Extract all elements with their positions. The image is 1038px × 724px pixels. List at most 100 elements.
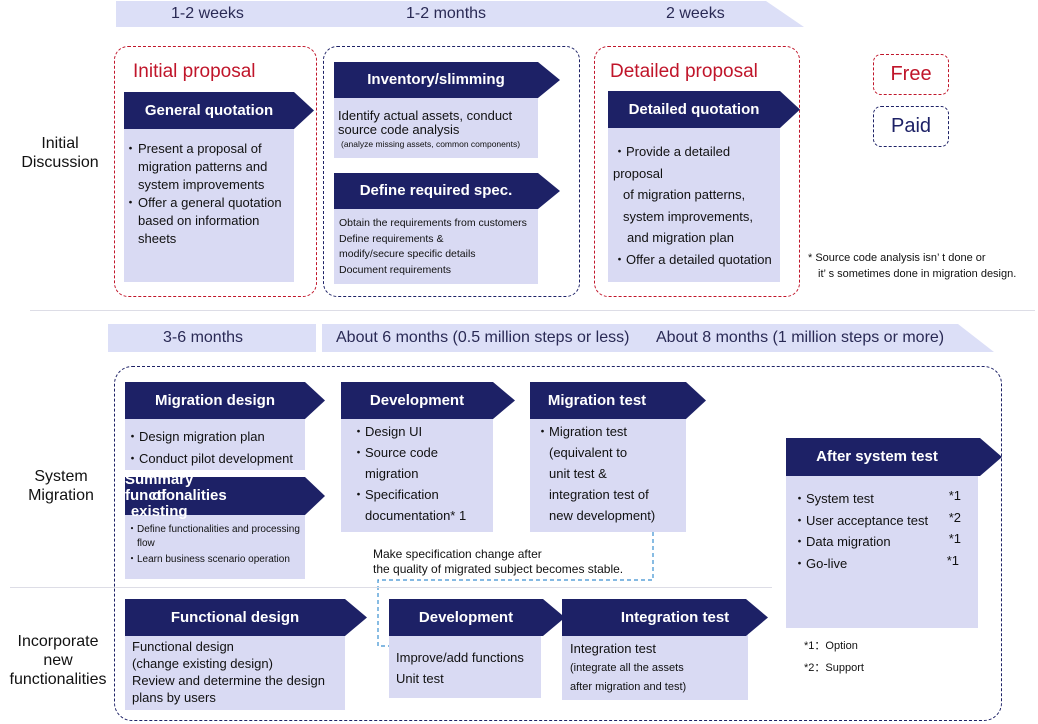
detailed-line: of migration patterns, xyxy=(623,187,746,202)
inventory-subtext: (analyze missing assets, common componen… xyxy=(341,139,521,149)
functional-design-header: Functional design xyxy=(125,599,367,636)
define-spec-label: Define required spec. xyxy=(359,182,513,199)
list-item: Offer a general quotation based on infor… xyxy=(124,194,294,248)
timeline-mid-arrow xyxy=(108,324,994,352)
list-item: ・Learn business scenario operation xyxy=(127,554,290,565)
text-line: Review and determine the design xyxy=(132,673,325,688)
initial-proposal-title: Initial proposal xyxy=(133,61,256,82)
detailed-line: and migration plan xyxy=(627,230,734,245)
timeline-top-label: 1-2 months xyxy=(406,5,487,22)
timeline-mid: 3-6 months About 6 months (0.5 million s… xyxy=(108,324,998,352)
migration-design-label: Migration design xyxy=(155,391,275,409)
migration-test-header: Migration test xyxy=(530,382,706,419)
migration-design-bullets: ・Design migration plan ・Conduct pilot de… xyxy=(126,426,306,470)
development-bullets: ・Design UI ・Source code migration ・Speci… xyxy=(352,421,492,526)
text-line: (integrate all the assets xyxy=(570,662,684,674)
integration-test-label: Integration test xyxy=(620,608,730,626)
inventory-text: Identify actual assets, conduct source c… xyxy=(338,108,513,137)
general-quotation-bullets: Present a proposal of migration patterns… xyxy=(124,140,294,248)
development-label: Development xyxy=(369,391,465,409)
section-divider xyxy=(30,310,1035,311)
note-line: the quality of migrated subject becomes … xyxy=(373,562,624,576)
development-new-header: Development xyxy=(389,599,565,636)
after-test-row-mark: *1 xyxy=(948,488,961,503)
functional-design-panel xyxy=(125,634,345,710)
after-test-row-label: Data migration xyxy=(806,534,891,549)
detailed-proposal-title: Detailed proposal xyxy=(610,61,758,82)
detailed-line-text: Provide a detailed proposal xyxy=(613,144,731,181)
detailed-proposal-frame xyxy=(594,46,800,297)
after-system-test-panel xyxy=(786,474,978,628)
summary-existing-label: Summary of existing functionalities xyxy=(125,471,305,520)
migration-frame xyxy=(114,366,1002,721)
after-test-row-mark: *1 xyxy=(948,531,961,546)
detailed-quotation-panel xyxy=(608,126,780,282)
detailed-line-text: Offer a detailed quotation xyxy=(626,251,772,267)
inventory-label: Inventory/slimming xyxy=(367,71,505,88)
list-item-text: Specification documentation* 1 xyxy=(365,487,467,523)
list-item-text: Learn business scenario operation xyxy=(137,554,290,565)
define-spec-panel xyxy=(334,206,538,284)
footnotes: *1：Option *2：Support xyxy=(804,635,864,679)
list-item: ・Define functionalities and processing f… xyxy=(127,523,305,551)
list-item-text: Design UI xyxy=(365,424,423,439)
after-system-test-label: After system test xyxy=(816,448,938,465)
summary-existing-panel xyxy=(125,513,305,579)
text-line: Improve/add functions xyxy=(396,650,524,665)
migration-design-header: Migration design xyxy=(125,382,325,419)
text-line: Functional design xyxy=(132,639,234,654)
list-item: ・Migration test xyxy=(536,424,628,439)
detailed-quotation-label: Detailed quotation xyxy=(628,100,760,118)
summary-existing-text: Summary of existing xyxy=(125,471,194,520)
detailed-line: ・Provide a detailed proposal xyxy=(613,144,731,181)
footnote: *1：Option xyxy=(804,640,858,652)
timeline-top-label: 2 weeks xyxy=(666,5,725,22)
integration-test-subtext: (integrate all the assets after migratio… xyxy=(570,659,686,697)
migration-test-text: ・Migration test (equivalent to unit test… xyxy=(536,421,686,526)
migration-design-panel xyxy=(125,416,305,470)
inventory-header: Inventory/slimming xyxy=(334,62,560,98)
migration-test-label: Migration test xyxy=(547,391,647,409)
spec-change-note: Make specification change after the qual… xyxy=(373,547,623,577)
after-test-row-label: Go-live xyxy=(806,556,848,571)
list-item-cont: unit test & xyxy=(549,466,607,481)
section-label-incorporate: Incorporate new functionalities xyxy=(9,633,107,688)
list-item-text: Define functionalities and processing fl… xyxy=(137,524,300,549)
after-test-row: ・Data migration*1 xyxy=(793,531,961,549)
list-item: ・Source code migration xyxy=(352,442,492,484)
define-spec-line: Define requirements & xyxy=(339,232,444,245)
development-panel xyxy=(341,417,493,532)
source-code-note: * Source code analysis isn’ t done or it… xyxy=(808,250,1016,282)
timeline-mid-label: About 8 months (1 million steps or more) xyxy=(656,329,945,346)
list-item: ・Conduct pilot development xyxy=(126,451,293,466)
detailed-line: ・Offer a detailed quotation xyxy=(613,251,772,267)
list-item-text: Migration test xyxy=(549,424,628,439)
timeline-top-label: 1-2 weeks xyxy=(171,5,244,22)
list-item-text: Design migration plan xyxy=(139,429,265,444)
development-new-text: Improve/add functions Unit test xyxy=(396,647,546,689)
list-item: ・Design UI xyxy=(352,424,423,439)
timeline-top-arrow xyxy=(116,1,804,27)
text-line: (change existing design) xyxy=(132,656,273,671)
detailed-quotation-header: Detailed quotation xyxy=(608,91,800,128)
after-test-row-mark: *2 xyxy=(948,510,961,525)
after-test-row: ・System test*1 xyxy=(793,488,961,506)
integration-test-line: Integration test xyxy=(570,641,656,656)
development-new-label: Development xyxy=(418,608,514,626)
define-spec-header: Define required spec. xyxy=(334,173,560,209)
legend-paid: Paid xyxy=(873,106,949,147)
integration-test-header: Integration test xyxy=(562,599,768,636)
list-item-text: Conduct pilot development xyxy=(139,451,293,466)
section-divider xyxy=(10,587,772,588)
text-line: plans by users xyxy=(132,690,216,705)
note-line: Make specification change after xyxy=(373,547,542,561)
development-header: Development xyxy=(341,382,515,419)
development-new-panel xyxy=(389,634,541,698)
after-test-row: ・Go-live*1 xyxy=(793,553,959,571)
define-spec-line: modify/secure specific details xyxy=(339,248,476,260)
after-test-row: ・User acceptance test*2 xyxy=(793,510,961,528)
after-system-test-header: After system test xyxy=(786,438,1002,476)
summary-existing-header: Summary of existing functionalities xyxy=(125,471,325,520)
text-line: Unit test xyxy=(396,671,444,686)
define-spec-line: Document requirements xyxy=(339,263,452,276)
